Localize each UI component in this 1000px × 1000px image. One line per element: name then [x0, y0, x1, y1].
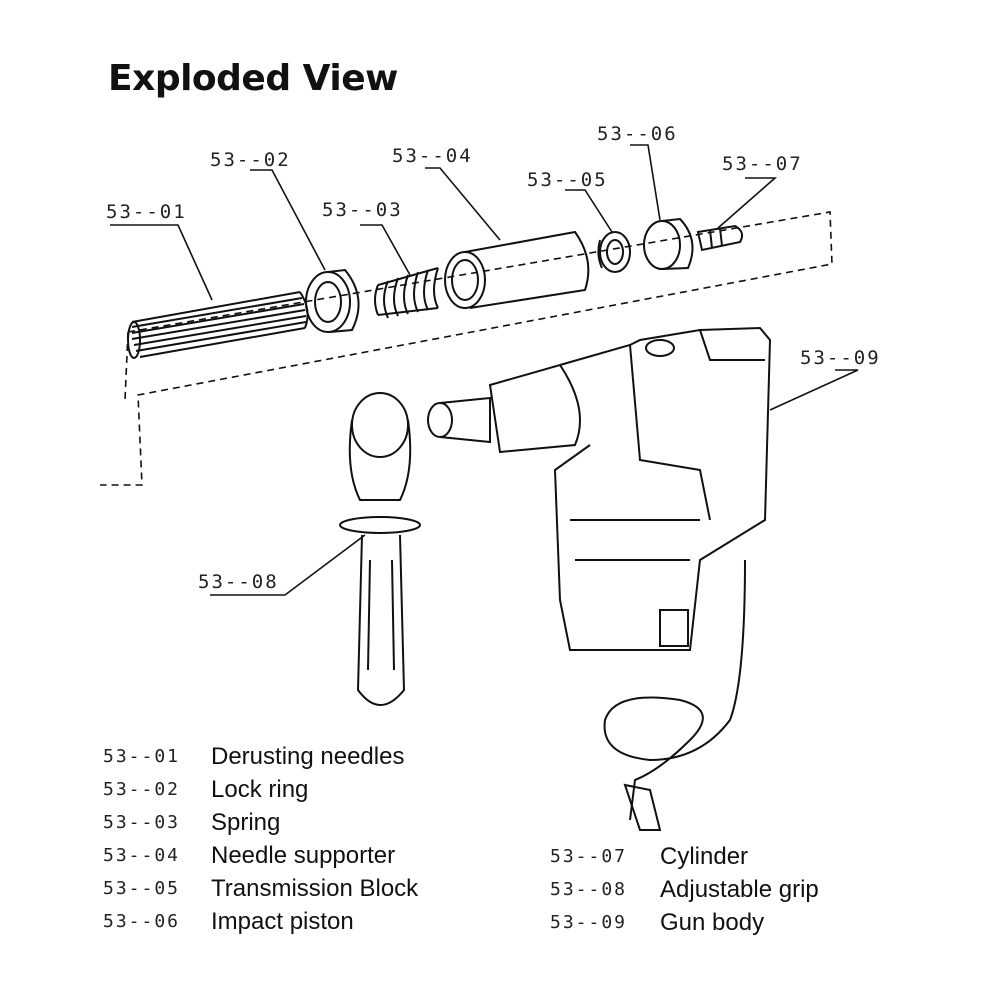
part-gun-body	[427, 326, 772, 831]
legend-item: 53--06 Impact piston	[103, 905, 418, 938]
assembly-guide	[100, 211, 833, 486]
leader-lines	[110, 144, 859, 596]
callout-53-08: 53--08	[198, 571, 279, 593]
legend-label: Adjustable grip	[660, 876, 819, 903]
callout-53-03: 53--03	[322, 199, 403, 221]
legend-code: 53--04	[103, 845, 181, 866]
legend-code: 53--02	[103, 779, 181, 800]
legend-right: 53--07 Cylinder 53--08 Adjustable grip 53-…	[550, 840, 819, 939]
legend-code: 53--09	[550, 912, 628, 933]
legend-item: 53--07 Cylinder	[550, 840, 819, 873]
legend-label: Gun body	[660, 909, 765, 936]
legend-item: 53--09 Gun body	[550, 906, 819, 939]
callout-53-05: 53--05	[527, 169, 608, 191]
callout-53-02: 53--02	[210, 149, 291, 171]
callout-53-07: 53--07	[722, 153, 803, 175]
legend-item: 53--03 Spring	[103, 806, 418, 839]
part-transmission-block	[597, 231, 631, 273]
callout-53-04: 53--04	[392, 145, 473, 167]
legend-label: Spring	[211, 809, 281, 836]
callout-53-06: 53--06	[597, 123, 678, 145]
legend-item: 53--04 Needle supporter	[103, 839, 418, 872]
callout-53-01: 53--01	[106, 201, 187, 223]
part-adjustable-grip	[339, 392, 421, 706]
legend-label: Derusting needles	[211, 743, 405, 770]
legend-code: 53--07	[550, 846, 628, 867]
part-impact-piston	[643, 217, 694, 270]
legend-item: 53--01 Derusting needles	[103, 740, 418, 773]
part-needle-supporter	[444, 230, 590, 309]
part-lock-ring	[305, 268, 360, 333]
legend-label: Needle supporter	[211, 842, 396, 869]
part-cylinder	[696, 224, 744, 252]
legend-code: 53--08	[550, 879, 628, 900]
page-title: Exploded View	[108, 58, 398, 99]
legend-item: 53--02 Lock ring	[103, 773, 418, 806]
legend-label: Transmission Block	[211, 875, 419, 902]
legend-label: Lock ring	[211, 776, 309, 803]
legend-label: Cylinder	[660, 843, 749, 870]
legend-item: 53--05 Transmission Block	[103, 872, 418, 905]
legend-code: 53--03	[103, 812, 181, 833]
legend-label: Impact piston	[211, 908, 354, 935]
legend-code: 53--06	[103, 911, 181, 932]
part-derusting-needles	[127, 291, 309, 359]
legend-item: 53--08 Adjustable grip	[550, 873, 819, 906]
callout-53-09: 53--09	[800, 347, 881, 369]
legend-code: 53--01	[103, 746, 181, 767]
part-spring	[374, 267, 439, 319]
legend-code: 53--05	[103, 878, 181, 899]
